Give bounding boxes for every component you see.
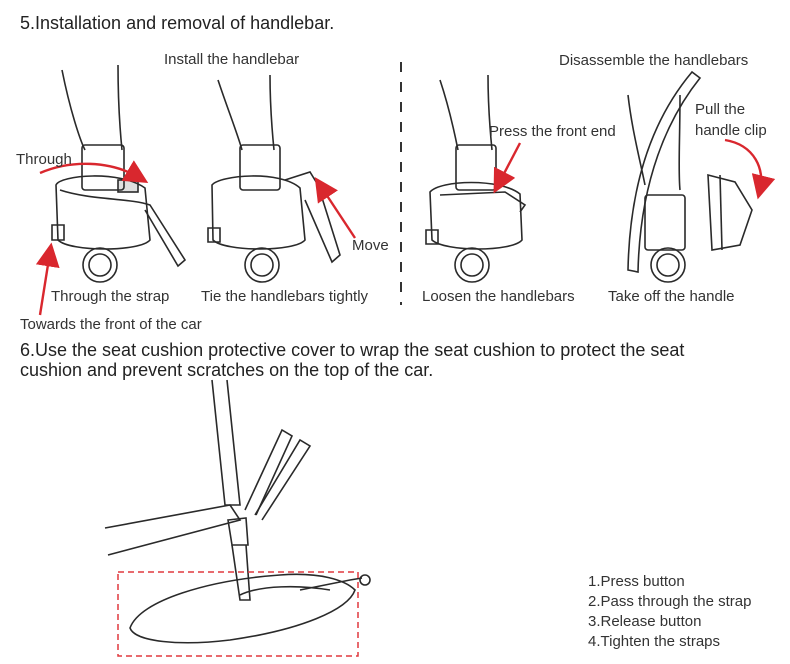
handlebar-clamp-illustration-4 (627, 70, 753, 283)
handlebar-clamp-illustration-3 (425, 74, 527, 283)
step-item: 3.Release button (588, 613, 702, 630)
step-item: 1.Press button (588, 573, 685, 590)
section6-heading-line2: cushion and prevent scratches on the top… (20, 360, 434, 380)
red-arrows (35, 138, 776, 316)
handlebar-clamp-illustration-1 (51, 64, 187, 283)
label-pull-line1: Pull the (695, 101, 746, 118)
caption-loosen: Loosen the handlebars (422, 288, 575, 305)
step-item: 2.Pass through the strap (588, 593, 752, 610)
label-through: Through (16, 151, 72, 168)
label-pull-line2: handle clip (695, 122, 767, 139)
handlebar-clamp-illustration-2 (207, 74, 341, 283)
section5-heading: 5.Installation and removal of handlebar. (20, 13, 335, 33)
bike-frame-illustration (104, 379, 371, 644)
caption-through-strap: Through the strap (51, 288, 170, 305)
label-move: Move (352, 237, 389, 254)
install-title: Install the handlebar (164, 51, 300, 68)
disassemble-title: Disassemble the handlebars (559, 52, 749, 69)
caption-tie-tightly: Tie the handlebars tightly (201, 288, 369, 305)
seat-cover-highlight-box (117, 571, 359, 657)
step-item: 4.Tighten the straps (588, 633, 721, 650)
label-press-front-end: Press the front end (489, 123, 616, 140)
caption-take-off: Take off the handle (608, 288, 735, 305)
steps-list: 1.Press button 2.Pass through the strap … (588, 572, 751, 652)
label-towards-front: Towards the front of the car (20, 316, 202, 333)
section6-heading-line1: 6.Use the seat cushion protective cover … (20, 340, 685, 360)
